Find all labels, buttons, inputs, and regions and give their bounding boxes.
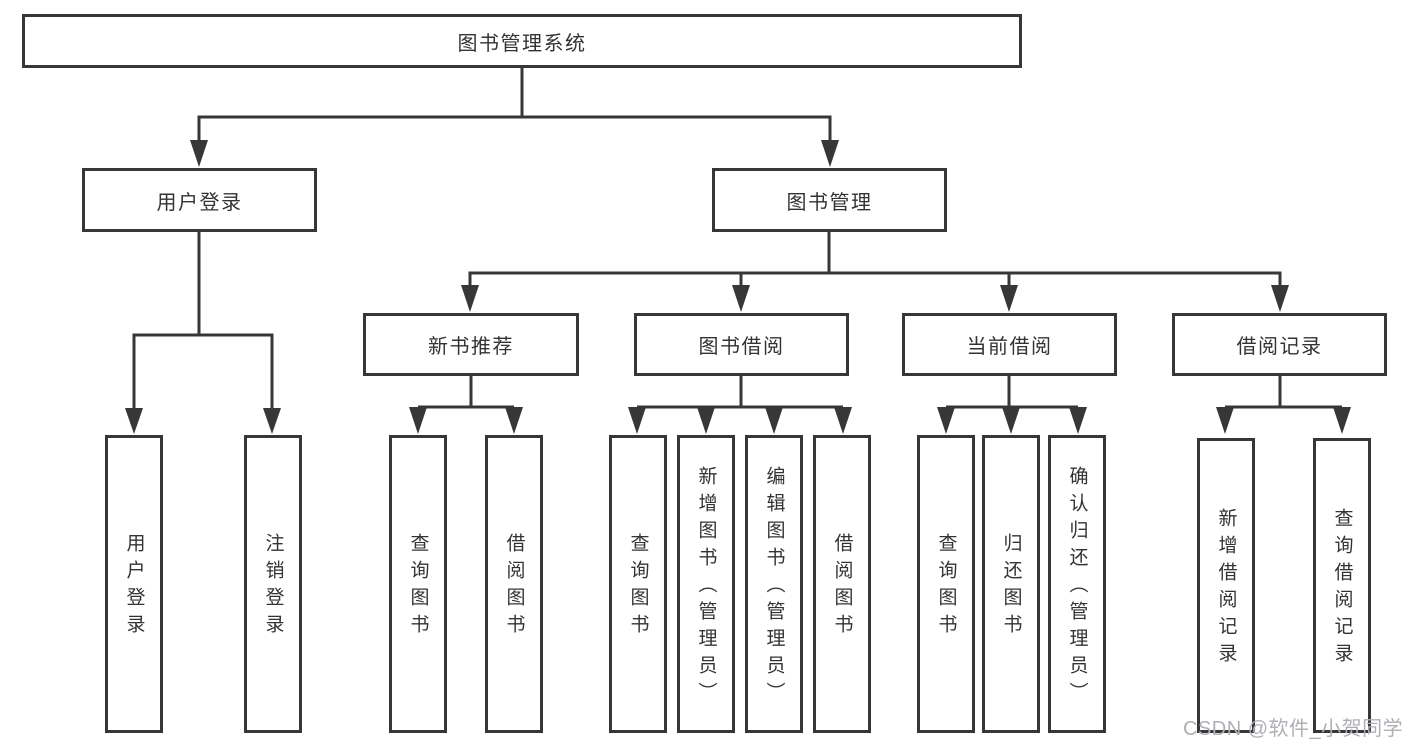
- arrowhead-to-leaf-logout: [263, 408, 281, 434]
- arrowhead-to-leaf-borrow-1: [505, 407, 523, 434]
- leaf-logout-label: 注销登录: [262, 533, 284, 641]
- leaf-confirm-return-admin: 确认归还（管理员）: [1048, 435, 1106, 733]
- edge-user-login-branch: [132, 333, 274, 410]
- node-root-label: 图书管理系统: [457, 32, 587, 55]
- arrowhead-to-current: [1000, 285, 1018, 312]
- node-borrow-records: 借阅记录: [1172, 313, 1387, 376]
- leaf-add-borrow-record: 新增借阅记录: [1197, 438, 1255, 733]
- arrowhead-to-leaf-edit-book: [765, 407, 783, 434]
- arrowhead-to-recommend: [461, 285, 479, 312]
- leaf-edit-book-admin-label: 编辑图书（管理员）: [763, 465, 785, 709]
- leaf-borrow-books-2-label: 借阅图书: [831, 533, 853, 641]
- node-new-book-recommend: 新书推荐: [363, 313, 579, 376]
- leaf-query-books-borrow: 查询图书: [609, 435, 667, 733]
- node-new-book-recommend-label: 新书推荐: [428, 336, 514, 358]
- arrowhead-to-leaf-query-3: [937, 407, 955, 434]
- arrowhead-to-user-login: [190, 140, 208, 167]
- leaf-borrow-books-recommend: 借阅图书: [485, 435, 543, 733]
- leaf-user-login-label: 用户登录: [123, 533, 145, 641]
- leaf-query-books-recommend-label: 查询图书: [407, 533, 429, 641]
- arrowhead-to-leaf-query-record: [1333, 407, 1351, 434]
- leaf-query-borrow-record: 查询借阅记录: [1313, 438, 1371, 733]
- leaf-query-books-current: 查询图书: [917, 435, 975, 733]
- node-book-borrow-label: 图书借阅: [698, 336, 785, 358]
- arrowhead-to-leaf-add-record: [1216, 407, 1234, 434]
- arrowhead-to-leaf-query-1: [409, 407, 427, 434]
- node-book-management: 图书管理: [712, 168, 947, 232]
- leaf-return-book-label: 归还图书: [1000, 533, 1022, 641]
- node-current-borrow-label: 当前借阅: [966, 336, 1053, 358]
- edge-level2-branch: [197, 115, 832, 143]
- arrowhead-to-leaf-confirm-return: [1069, 407, 1087, 434]
- arrowhead-to-leaf-add-book: [697, 407, 715, 434]
- arrowhead-to-leaf-return: [1002, 407, 1020, 434]
- node-current-borrow: 当前借阅: [902, 313, 1117, 376]
- node-book-management-label: 图书管理: [786, 191, 873, 214]
- node-user-login: 用户登录: [82, 168, 317, 232]
- leaf-query-books-borrow-label: 查询图书: [627, 533, 649, 641]
- node-borrow-records-label: 借阅记录: [1236, 336, 1323, 358]
- leaf-borrow-books-recommend-label: 借阅图书: [503, 533, 525, 641]
- csdn-watermark: CSDN @软件_小贺同学: [1183, 718, 1404, 740]
- leaf-return-book: 归还图书: [982, 435, 1040, 733]
- leaf-query-books-current-label: 查询图书: [935, 533, 957, 641]
- leaf-add-book-admin-label: 新增图书（管理员）: [695, 465, 717, 709]
- leaf-logout: 注销登录: [244, 435, 302, 733]
- arrowhead-to-borrow: [732, 285, 750, 312]
- arrowhead-to-leaf-user-login: [125, 408, 143, 434]
- arrowhead-to-leaf-query-2: [628, 407, 646, 434]
- leaf-confirm-return-admin-label: 确认归还（管理员）: [1066, 465, 1088, 709]
- node-user-login-label: 用户登录: [156, 191, 243, 214]
- arrowhead-to-book-mgmt: [821, 140, 839, 167]
- node-root-library-system: 图书管理系统: [22, 14, 1022, 68]
- leaf-query-borrow-record-label: 查询借阅记录: [1331, 507, 1353, 670]
- leaf-user-login: 用户登录: [105, 435, 163, 733]
- leaf-add-book-admin: 新增图书（管理员）: [677, 435, 735, 733]
- edge-level3-branch: [468, 271, 1282, 287]
- node-book-borrow: 图书借阅: [634, 313, 849, 376]
- arrowhead-to-leaf-borrow-2: [834, 407, 852, 434]
- leaf-borrow-books-2: 借阅图书: [813, 435, 871, 733]
- arrowhead-to-records: [1271, 285, 1289, 312]
- leaf-add-borrow-record-label: 新增借阅记录: [1215, 507, 1237, 670]
- leaf-query-books-recommend: 查询图书: [389, 435, 447, 733]
- leaf-edit-book-admin: 编辑图书（管理员）: [745, 435, 803, 733]
